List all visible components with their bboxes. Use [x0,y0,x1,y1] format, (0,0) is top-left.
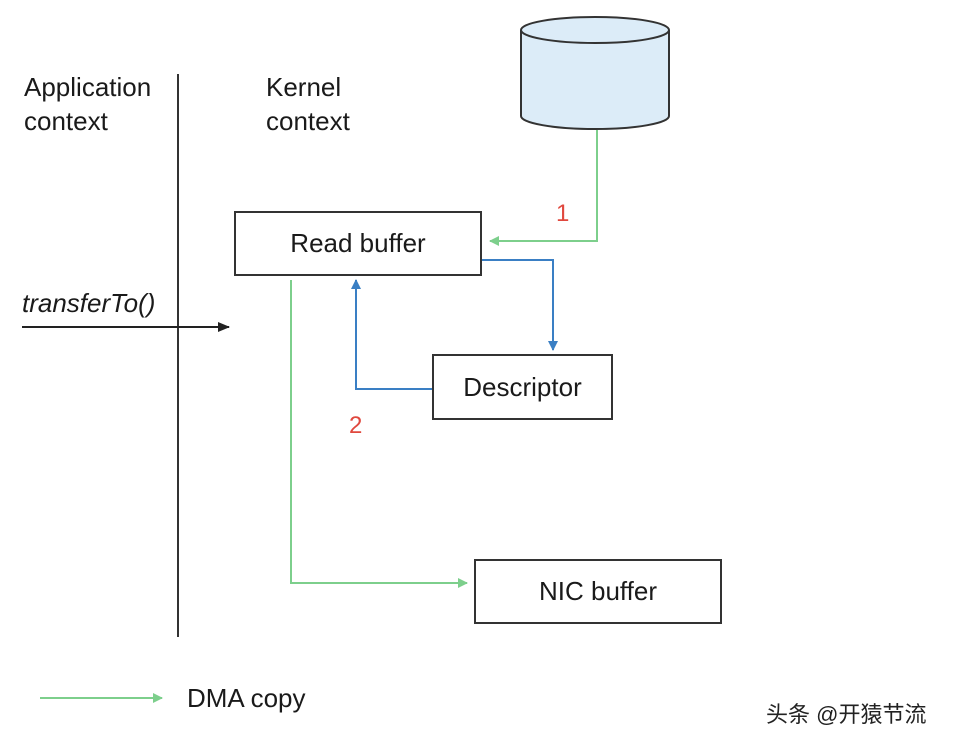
watermark-text: 头条 @开猿节流 [766,702,927,727]
nic-buffer-box: NIC buffer [474,559,722,624]
application-context-label: Application context [24,72,152,136]
descriptor-box: Descriptor [432,354,613,420]
arrow-descriptor-to-read-buffer [351,279,432,390]
dma-arrow-disk-to-read-buffer [489,130,598,246]
dma-arrow-read-buffer-to-nic [290,280,468,588]
arrow-read-buffer-to-descriptor [482,259,558,351]
disk-icon [520,16,670,130]
step-1-number: 1 [556,200,570,227]
legend-dma-copy-label: DMA copy [187,683,306,713]
step-2-number: 2 [349,412,363,439]
kernel-context-label: Kernel context [266,72,350,136]
transfer-to-call-label: transferTo() [22,288,156,318]
read-buffer-box: Read buffer [234,211,482,276]
